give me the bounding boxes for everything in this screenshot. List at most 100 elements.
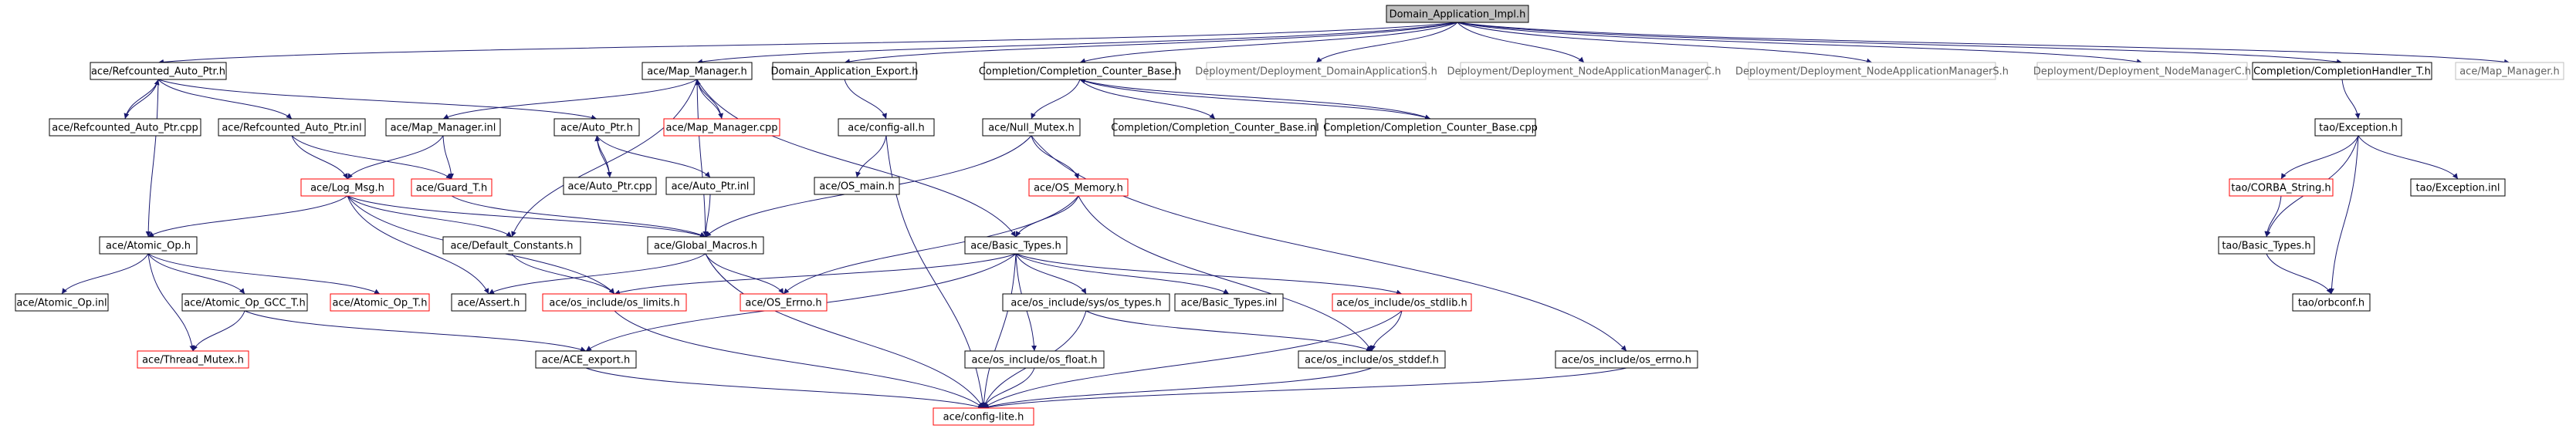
node-ace-atomic-op-gcc-t-h[interactable]: ace/Atomic_Op_GCC_T.h	[181, 293, 308, 312]
edge-domain-application-impl-h-to-deployment-deployment-nodemanagerc-h	[1457, 22, 2143, 65]
node-label: Deployment/Deployment_NodeApplicationMan…	[1447, 66, 1721, 78]
edge-tao-exception-h-to-tao-corba-string-h	[2280, 135, 2359, 180]
edge-ace-map-manager-inl-to-ace-guard-t-h	[442, 135, 455, 180]
node-box	[2455, 62, 2564, 80]
node-ace-os-include-os-float-h[interactable]: ace/os_include/os_float.h	[964, 350, 1105, 369]
node-label: tao/orbconf.h	[2298, 298, 2364, 309]
edge-ace-refcounted-auto-ptr-h-to-ace-refcounted-auto-ptr-cpp	[124, 79, 159, 120]
node-box	[1206, 62, 1427, 80]
node-ace-auto-ptr-h[interactable]: ace/Auto_Ptr.h	[553, 118, 640, 137]
node-label: ace/Map_Manager.h	[647, 66, 747, 78]
edge-ace-os-include-os-stdlib-h-to-ace-config-lite-h	[983, 310, 1403, 409]
node-box	[2410, 178, 2506, 197]
node-box	[1332, 293, 1472, 312]
node-ace-refcounted-auto-ptr-inl[interactable]: ace/Refcounted_Auto_Ptr.inl	[218, 118, 366, 137]
node-ace-log-msg-h[interactable]: ace/Log_Msg.h	[300, 178, 394, 197]
node-label: ace/Auto_Ptr.inl	[672, 181, 750, 193]
node-label: ace/os_include/os_stdlib.h	[1336, 298, 1467, 309]
node-ace-global-macros-h[interactable]: ace/Global_Macros.h	[647, 236, 764, 255]
edge-ace-auto-ptr-h-to-ace-auto-ptr-inl	[596, 135, 711, 178]
node-ace-basic-types-inl[interactable]: ace/Basic_Types.inl	[1174, 293, 1284, 312]
node-box	[2229, 178, 2334, 197]
edge-domain-application-impl-h-to-ace-map-manager-h	[696, 22, 1458, 65]
node-domain-application-export-h[interactable]: Domain_Application_Export.h	[770, 62, 919, 80]
node-label: ace/Basic_Types.h	[970, 241, 1061, 252]
node-tao-exception-h[interactable]: tao/Exception.h	[2314, 118, 2402, 137]
node-ace-config-all-h[interactable]: ace/config-all.h	[838, 118, 935, 137]
node-ace-default-constants-h[interactable]: ace/Default_Constants.h	[442, 236, 581, 255]
node-box	[1555, 350, 1698, 369]
node-ace-auto-ptr-cpp[interactable]: ace/Auto_Ptr.cpp	[563, 177, 657, 195]
edge-ace-map-manager-h-to-ace-global-macros-h	[696, 79, 709, 238]
node-label: Deployment/Deployment_NodeApplicationMan…	[1735, 66, 2009, 78]
node-tao-exception-inl[interactable]: tao/Exception.inl	[2410, 178, 2506, 197]
node-label: Domain_Application_Impl.h	[1390, 9, 1526, 21]
node-ace-os-include-os-stdlib-h[interactable]: ace/os_include/os_stdlib.h	[1332, 293, 1472, 312]
edge-ace-map-manager-inl-to-ace-log-msg-h	[347, 135, 444, 180]
node-ace-os-include-os-stddef-h[interactable]: ace/os_include/os_stddef.h	[1298, 350, 1446, 369]
edge-ace-atomic-op-h-to-ace-thread-mutex-h	[147, 253, 195, 352]
edge-ace-log-msg-h-to-ace-assert-h	[347, 195, 489, 295]
node-label: Completion/CompletionHandler_T.h	[2253, 66, 2431, 78]
node-ace-refcounted-auto-ptr-h[interactable]: ace/Refcounted_Auto_Ptr.h	[90, 62, 227, 80]
edge-ace-map-manager-h-to-ace-basic-types-h	[696, 79, 1017, 238]
node-tao-orbconf-h[interactable]: tao/orbconf.h	[2292, 293, 2371, 312]
edge-ace-os-include-os-float-h-to-ace-config-lite-h	[983, 367, 1035, 409]
node-box	[665, 177, 755, 195]
edge-domain-application-impl-h-to-ace-map-manager-h	[1457, 22, 2510, 65]
node-ace-os-include-os-errno-h[interactable]: ace/os_include/os_errno.h	[1555, 350, 1698, 369]
node-ace-null-mutex-h[interactable]: ace/Null_Mutex.h	[982, 118, 1081, 137]
node-box	[2036, 62, 2248, 80]
node-tao-basic-types-h[interactable]: tao/Basic_Types.h	[2218, 236, 2315, 255]
node-ace-refcounted-auto-ptr-cpp[interactable]: ace/Refcounted_Auto_Ptr.cpp	[49, 118, 201, 137]
node-label: ace/os_include/os_float.h	[971, 355, 1097, 366]
node-label: ace/os_include/os_limits.h	[549, 298, 679, 309]
edge-ace-map-manager-h-to-ace-default-constants-h	[511, 79, 698, 238]
node-deployment-deployment-domainapplications-h-external[interactable]: Deployment/Deployment_DomainApplicationS…	[1195, 62, 1437, 80]
node-ace-ace-export-h[interactable]: ace/ACE_export.h	[535, 350, 637, 369]
node-ace-assert-h[interactable]: ace/Assert.h	[451, 293, 526, 312]
node-ace-os-errno-h[interactable]: ace/OS_Errno.h	[740, 293, 828, 312]
edge-layer	[61, 22, 2510, 410]
node-tao-corba-string-h[interactable]: tao/CORBA_String.h	[2229, 178, 2334, 197]
node-completion-completion-counter-base-h[interactable]: Completion/Completion_Counter_Base.h	[979, 62, 1181, 80]
edge-ace-os-include-os-errno-h-to-ace-config-lite-h	[983, 367, 1627, 410]
node-ace-map-manager-h[interactable]: ace/Map_Manager.h	[641, 62, 753, 80]
node-completion-completionhandler-t-h[interactable]: Completion/CompletionHandler_T.h	[2252, 62, 2432, 80]
node-ace-map-manager-h-external[interactable]: ace/Map_Manager.h	[2455, 62, 2564, 80]
node-ace-map-manager-inl[interactable]: ace/Map_Manager.inl	[385, 118, 501, 137]
node-ace-os-include-sys-os-types-h[interactable]: ace/os_include/sys/os_types.h	[1002, 293, 1170, 312]
node-ace-os-include-os-limits-h[interactable]: ace/os_include/os_limits.h	[542, 293, 687, 312]
edge-ace-basic-types-h-to-ace-config-lite-h	[980, 253, 1017, 409]
node-ace-os-main-h[interactable]: ace/OS_main.h	[814, 177, 900, 195]
edge-ace-refcounted-auto-ptr-inl-to-ace-guard-t-h	[291, 135, 452, 180]
node-ace-guard-t-h[interactable]: ace/Guard_T.h	[411, 178, 493, 197]
node-ace-map-manager-cpp[interactable]: ace/Map_Manager.cpp	[663, 118, 780, 137]
edge-ace-auto-ptr-inl-to-ace-global-macros-h	[702, 194, 711, 238]
edge-ace-null-mutex-h-to-ace-os-memory-h	[1031, 135, 1079, 180]
node-completion-completion-counter-base-cpp[interactable]: Completion/Completion_Counter_Base.cpp	[1323, 118, 1538, 137]
node-box	[1113, 118, 1317, 137]
node-ace-atomic-op-inl[interactable]: ace/Atomic_Op.inl	[15, 293, 109, 312]
node-label: ace/Atomic_Op.h	[106, 241, 191, 252]
node-ace-thread-mutex-h[interactable]: ace/Thread_Mutex.h	[137, 350, 249, 369]
node-deployment-deployment-nodemanagerc-h-external[interactable]: Deployment/Deployment_NodeManagerC.h	[2033, 62, 2251, 80]
node-ace-config-lite-h[interactable]: ace/config-lite.h	[933, 407, 1034, 426]
node-deployment-deployment-nodeapplicationmanagers-h-external[interactable]: Deployment/Deployment_NodeApplicationMan…	[1735, 62, 2009, 80]
node-ace-atomic-op-t-h[interactable]: ace/Atomic_Op_T.h	[330, 293, 430, 312]
edge-ace-log-msg-h-to-ace-atomic-op-h	[147, 195, 348, 238]
node-domain-application-impl-h[interactable]: Domain_Application_Impl.h	[1386, 5, 1529, 23]
node-box	[982, 118, 1081, 137]
node-completion-completion-counter-base-inl[interactable]: Completion/Completion_Counter_Base.inl	[1111, 118, 1319, 137]
node-ace-auto-ptr-inl[interactable]: ace/Auto_Ptr.inl	[665, 177, 755, 195]
node-label: ace/Refcounted_Auto_Ptr.cpp	[52, 123, 198, 134]
node-ace-basic-types-h[interactable]: ace/Basic_Types.h	[964, 236, 1068, 255]
edge-ace-default-constants-h-to-ace-os-include-os-limits-h	[511, 253, 615, 295]
node-ace-os-memory-h[interactable]: ace/OS_Memory.h	[1028, 178, 1129, 197]
edge-ace-refcounted-auto-ptr-h-to-ace-refcounted-auto-ptr-inl	[157, 79, 293, 120]
node-deployment-deployment-nodeapplicationmanagerc-h-external[interactable]: Deployment/Deployment_NodeApplicationMan…	[1447, 62, 1721, 80]
node-box	[1325, 118, 1536, 137]
edge-ace-atomic-op-h-to-ace-atomic-op-gcc-t-h	[147, 253, 245, 295]
node-ace-atomic-op-h[interactable]: ace/Atomic_Op.h	[99, 236, 198, 255]
node-box	[442, 236, 581, 255]
